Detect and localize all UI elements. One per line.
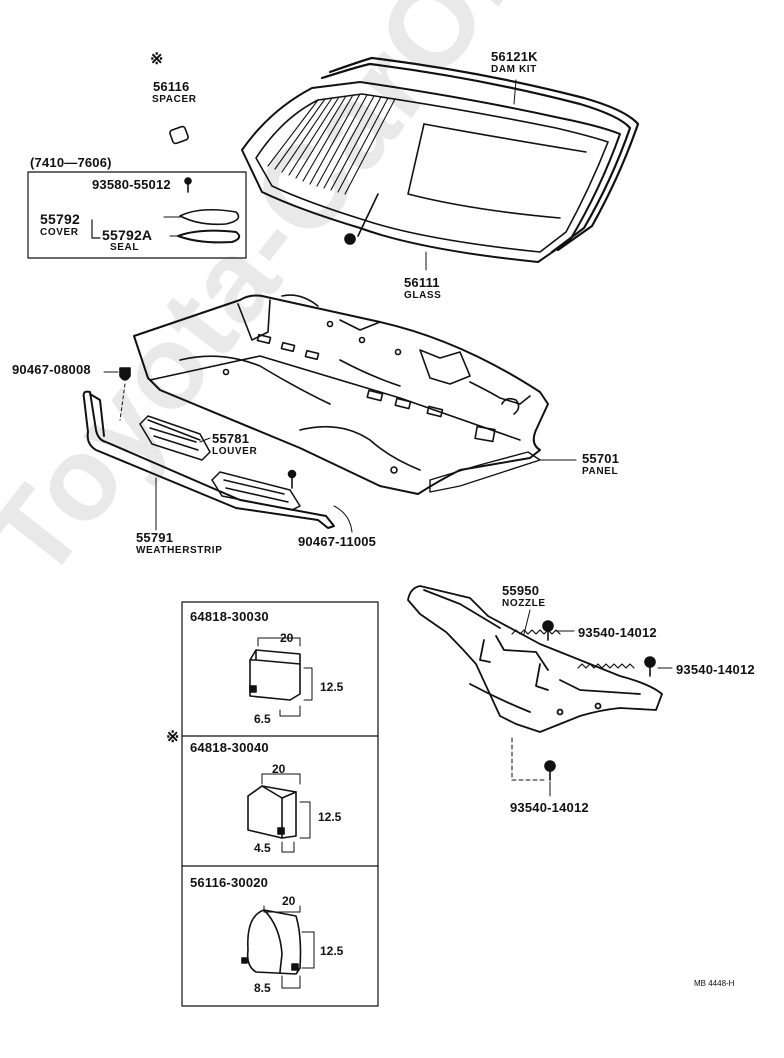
screw-part[interactable] — [184, 177, 192, 193]
nozzle-part-number[interactable]: 55950 — [502, 583, 540, 598]
glass-part-number[interactable]: 56111 — [404, 275, 440, 290]
clip-dashed — [119, 383, 126, 421]
spacer-mark: ※ — [150, 51, 164, 68]
spacer-part-number[interactable]: 56116 — [153, 79, 190, 94]
nozzle-part-name: NOZZLE — [502, 598, 546, 609]
weatherstrip-part-name: WEATHERSTRIP — [136, 545, 223, 556]
dam-kit-part-number[interactable]: 56121K — [491, 49, 538, 64]
date-range-box — [27, 171, 247, 259]
bolt-c-part-number[interactable]: 93540-14012 — [510, 800, 589, 815]
cowl-panel[interactable] — [133, 294, 549, 495]
clip-part-number[interactable]: 90467-08008 — [12, 362, 91, 377]
bolt-a[interactable] — [542, 620, 554, 641]
bolt-b-part-number[interactable]: 93540-14012 — [676, 662, 755, 677]
weatherstrip-part-number[interactable]: 55791 — [136, 530, 174, 545]
panel-part-name: PANEL — [582, 466, 619, 477]
cover-part-name: COVER — [40, 227, 79, 238]
spacer-block-3[interactable] — [241, 909, 302, 975]
leader-dam-kit — [513, 79, 517, 105]
spacer-2-width: 20 — [272, 762, 286, 776]
dam-kit-part-name: DAM KIT — [491, 64, 537, 75]
spacer-2-mark: ※ — [166, 729, 180, 746]
nozzle-duct[interactable] — [407, 585, 663, 733]
spacer-3-width: 20 — [282, 894, 296, 908]
clip-part[interactable] — [119, 367, 131, 381]
weatherstrip-part[interactable] — [82, 390, 335, 529]
windshield-glass[interactable] — [241, 81, 621, 263]
dam-kit[interactable] — [320, 56, 640, 254]
seal-part-number[interactable]: 55792A — [102, 227, 153, 243]
leader-nozzle — [523, 609, 531, 635]
spacer-2-height: 12.5 — [318, 810, 342, 824]
spacer-1-width: 20 — [280, 631, 294, 645]
spacer-part-name: SPACER — [152, 94, 197, 105]
screw-part-number[interactable]: 93580-55012 — [92, 177, 171, 192]
seal-part-name: SEAL — [110, 242, 140, 253]
spacer-2-depth: 4.5 — [254, 841, 271, 855]
spacer-dims-2 — [261, 773, 311, 853]
date-range: (7410—7606) — [30, 155, 112, 170]
bolt-a-part-number[interactable]: 93540-14012 — [578, 625, 657, 640]
cover-bracket — [91, 219, 101, 239]
bolt-b[interactable] — [644, 656, 656, 677]
spacer-block-2[interactable] — [247, 785, 297, 839]
spacer-1-part-number[interactable]: 64818-30030 — [190, 609, 269, 624]
leader-clip2 — [333, 505, 353, 533]
clip2-part[interactable] — [287, 469, 297, 489]
cover-part[interactable] — [179, 208, 240, 226]
nozzle-teeth — [511, 629, 635, 669]
diagram-code: MB 4448-H — [694, 979, 735, 988]
seal-part[interactable] — [177, 229, 241, 244]
spacer-1-height: 12.5 — [320, 680, 344, 694]
spacer-3-depth: 8.5 — [254, 981, 271, 995]
glass-shade-band — [267, 93, 396, 195]
spacer-3-part-number[interactable]: 56116-30020 — [190, 875, 269, 890]
louver-part[interactable] — [139, 415, 301, 511]
bolt-c[interactable] — [544, 760, 556, 781]
panel-part-number[interactable]: 55701 — [582, 451, 620, 466]
spacer-part[interactable] — [169, 125, 189, 145]
louver-part-number[interactable]: 55781 — [212, 431, 250, 446]
spacer-box — [181, 601, 379, 1007]
glass-part-name: GLASS — [404, 290, 442, 301]
spacer-dims-1 — [257, 637, 313, 717]
spacer-1-depth: 6.5 — [254, 712, 271, 726]
spacer-dims-3 — [263, 905, 315, 989]
spacer-3-height: 12.5 — [320, 944, 344, 958]
clip2-part-number[interactable]: 90467-11005 — [298, 534, 377, 549]
spacer-2-part-number[interactable]: 64818-30040 — [190, 740, 269, 755]
spacer-block-1[interactable] — [249, 649, 301, 701]
louver-part-name: LOUVER — [212, 446, 258, 457]
bolt-c-dashed — [511, 737, 545, 781]
cover-part-number[interactable]: 55792 — [40, 211, 80, 227]
